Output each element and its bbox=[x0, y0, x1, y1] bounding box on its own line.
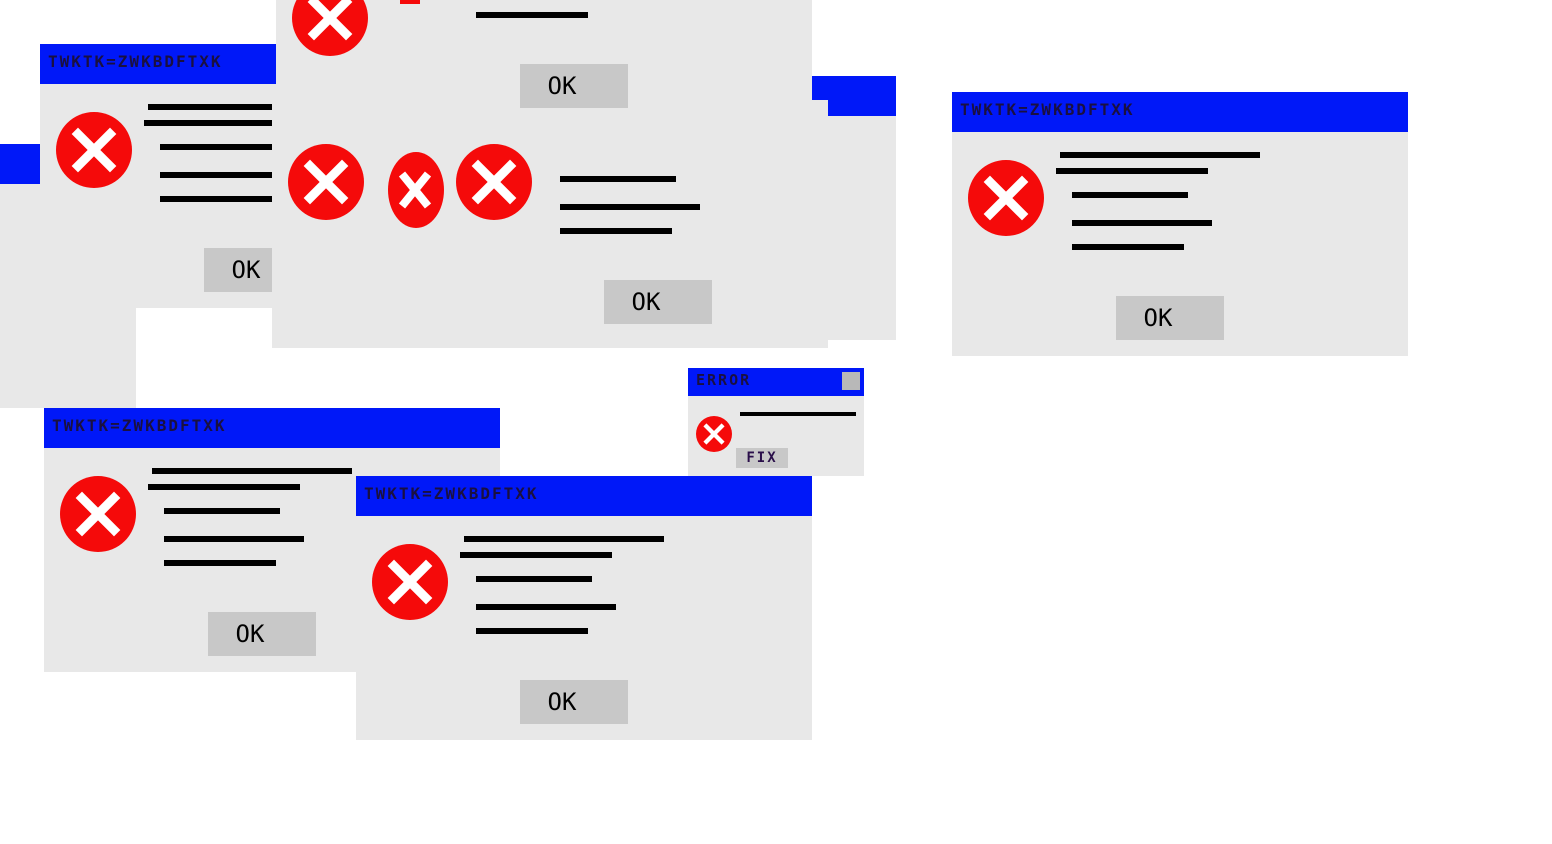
dialog-title: TWKTK=ZWKBDFTXK bbox=[364, 484, 539, 503]
ok-button[interactable]: OK bbox=[520, 680, 628, 724]
close-icon[interactable] bbox=[842, 372, 860, 390]
dialog-title: ERROR bbox=[696, 371, 752, 389]
error-dialog-bottom-center: TWKTK=ZWKBDFTXK OK bbox=[356, 476, 812, 740]
error-icon bbox=[56, 112, 132, 188]
ok-button[interactable]: OK bbox=[604, 280, 712, 324]
title-bar[interactable]: TWKTK=ZWKBDFTXK bbox=[44, 408, 500, 448]
title-bar[interactable]: TWKTK=ZWKBDFTXK bbox=[356, 476, 812, 516]
error-icon bbox=[696, 416, 732, 452]
mini-error-dialog: ERROR FIX bbox=[688, 368, 864, 476]
title-bar[interactable]: TWKTK=ZWKBDFTXK bbox=[952, 92, 1408, 132]
ok-button[interactable]: OK bbox=[520, 64, 628, 108]
title-bar[interactable]: ERROR bbox=[688, 368, 864, 396]
dialog-title: TWKTK=ZWKBDFTXK bbox=[48, 52, 223, 71]
error-icon bbox=[292, 0, 368, 56]
error-icon bbox=[288, 144, 364, 220]
fix-button[interactable]: FIX bbox=[736, 448, 788, 468]
error-icon bbox=[388, 152, 444, 228]
error-icon bbox=[456, 144, 532, 220]
ok-button[interactable]: OK bbox=[208, 612, 316, 656]
error-icon bbox=[372, 544, 448, 620]
error-dialog-center-lower: OK bbox=[272, 100, 828, 348]
error-dialog-right: TWKTK=ZWKBDFTXK OK bbox=[952, 92, 1408, 356]
dialog-title: TWKTK=ZWKBDFTXK bbox=[52, 416, 227, 435]
dialog-title: TWKTK=ZWKBDFTXK bbox=[960, 100, 1135, 119]
ok-button[interactable]: OK bbox=[1116, 296, 1224, 340]
error-dialog-top-center: OK bbox=[276, 0, 812, 124]
error-icon bbox=[968, 160, 1044, 236]
error-icon bbox=[60, 476, 136, 552]
